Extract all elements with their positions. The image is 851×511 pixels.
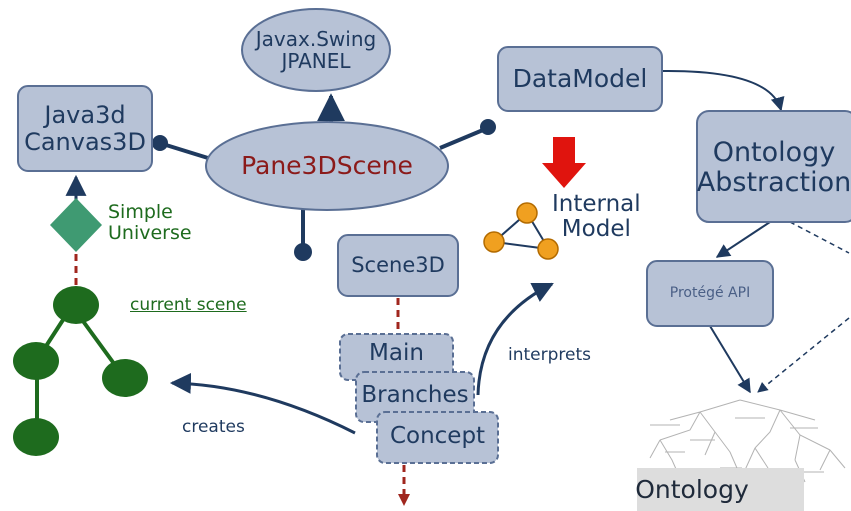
pane-label: Pane3DScene bbox=[241, 151, 413, 180]
interprets-edge bbox=[476, 282, 554, 396]
ontology-abstraction-line2: Abstraction bbox=[696, 167, 851, 198]
swing-label: Javax.Swing JPANEL bbox=[242, 14, 390, 86]
pane-ellipse bbox=[205, 121, 449, 211]
main-label: Main bbox=[369, 340, 424, 367]
pane-to-canvas-ball bbox=[152, 135, 168, 151]
abstraction-dashed-edge bbox=[789, 221, 850, 254]
tree-node-leaf bbox=[13, 418, 59, 456]
ontology-box bbox=[637, 468, 804, 511]
internal-model-line1: Internal bbox=[552, 191, 641, 217]
current-scene-label: current scene bbox=[130, 295, 247, 315]
right-dashed-to-ontology-edge bbox=[757, 317, 850, 393]
pane-down-ball bbox=[294, 243, 312, 261]
swing-ellipse bbox=[241, 8, 391, 92]
scene3d-box bbox=[337, 234, 459, 297]
internal-model-line2: Model bbox=[561, 216, 631, 243]
red-down-arrow bbox=[542, 137, 586, 188]
java3d-line1: Java3d bbox=[44, 100, 126, 129]
internal-node-left bbox=[483, 231, 505, 253]
concept-box bbox=[376, 411, 499, 464]
internal-model-label: Internal Model bbox=[552, 191, 641, 243]
java3d-label: Java3d Canvas3D bbox=[18, 86, 152, 171]
ontology-abstraction-box bbox=[696, 110, 851, 223]
protege-label: Protégé API bbox=[669, 284, 751, 301]
ontology-abstraction-label: Ontology Abstraction bbox=[697, 118, 851, 218]
simple-universe-diamond bbox=[50, 198, 102, 252]
simple-universe-line1: Simple bbox=[108, 201, 173, 223]
simple-universe-line2: Universe bbox=[108, 221, 192, 244]
java3d-box bbox=[17, 85, 153, 172]
ontology-label: Ontology bbox=[635, 474, 749, 504]
datamodel-box bbox=[497, 46, 663, 112]
simple-universe-label: Simple Universe bbox=[108, 202, 192, 244]
internal-node-top bbox=[516, 202, 538, 224]
internal-node-right bbox=[537, 238, 559, 260]
ontology-abstraction-line1: Ontology bbox=[712, 136, 836, 168]
java3d-line2: Canvas3D bbox=[24, 127, 146, 156]
datamodel-label: DataModel bbox=[512, 64, 648, 93]
abstraction-to-protege-edge bbox=[715, 221, 771, 258]
protege-to-ontology-edge bbox=[709, 325, 751, 394]
pane-to-datamodel-ball bbox=[480, 119, 496, 135]
interprets-label: interprets bbox=[508, 345, 591, 365]
concept-label: Concept bbox=[389, 423, 486, 450]
creates-label: creates bbox=[182, 417, 245, 437]
pane-to-canvas-edge bbox=[165, 143, 209, 160]
swing-line2: JPANEL bbox=[281, 49, 351, 73]
swing-line1: Javax.Swing bbox=[255, 26, 377, 51]
creates-edge bbox=[169, 372, 356, 435]
tree-node-right bbox=[102, 359, 148, 397]
branches-label: Branches bbox=[361, 382, 469, 409]
concept-down-arrowhead bbox=[398, 494, 410, 506]
scene3d-label: Scene3D bbox=[351, 252, 445, 277]
tree-node-left bbox=[13, 342, 59, 380]
datamodel-to-ontology-edge bbox=[662, 69, 785, 112]
protege-box bbox=[646, 260, 774, 327]
pane-to-datamodel-edge bbox=[439, 128, 484, 150]
tree-node-root bbox=[53, 286, 99, 324]
